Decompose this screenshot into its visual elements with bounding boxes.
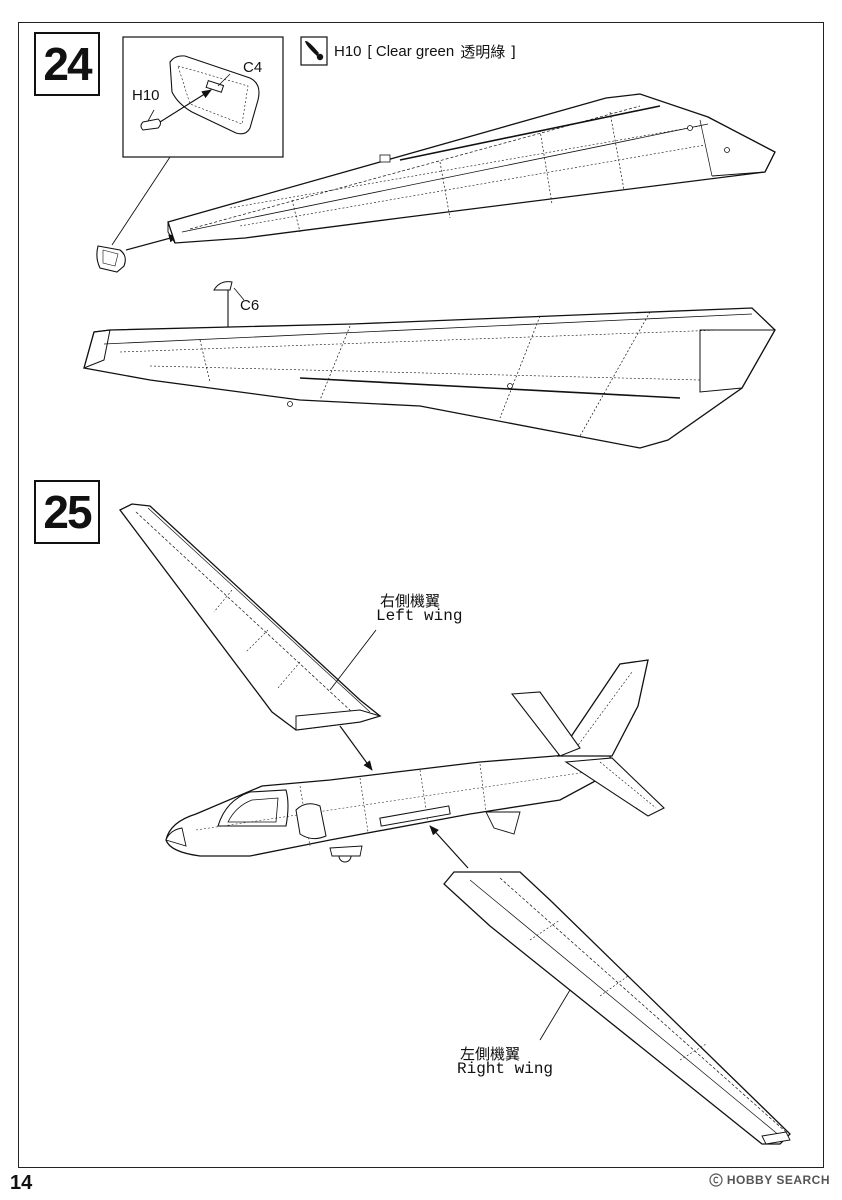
callout-c4: C4 — [243, 59, 263, 76]
callout-c6: C6 — [240, 297, 260, 314]
left-wing-label-en: Left wing — [376, 607, 463, 625]
watermark: HOBBY SEARCH — [709, 1173, 830, 1187]
detail-inset — [111, 36, 284, 246]
step-number-24: 24 — [34, 32, 100, 96]
right-wing — [429, 825, 791, 1145]
copyright-icon — [709, 1173, 723, 1187]
paint-text: [ Clear green — [367, 42, 455, 60]
wingtip-part — [96, 234, 179, 273]
paint-brush-icon — [300, 36, 328, 66]
paint-part: H10 — [334, 42, 362, 60]
paint-note: H10 [ Clear green 透明綠 ] — [300, 36, 516, 66]
left-wing-label-cjk: 右側機翼 — [380, 592, 441, 610]
right-wing-label-en: Right wing — [457, 1060, 554, 1078]
page-frame — [18, 22, 824, 1168]
callout-h10: H10 — [132, 87, 160, 104]
wing-lower — [83, 307, 776, 449]
step-number-25: 25 — [34, 480, 100, 544]
page-number: 14 — [10, 1172, 33, 1194]
left-wing — [119, 503, 382, 771]
aircraft-fuselage — [165, 659, 665, 863]
paint-text-cjk: 透明綠 ] — [460, 42, 516, 61]
right-wing-label-cjk: 左側機翼 — [460, 1045, 521, 1063]
wing-upper — [167, 93, 776, 244]
watermark-text: HOBBY SEARCH — [726, 1173, 830, 1187]
